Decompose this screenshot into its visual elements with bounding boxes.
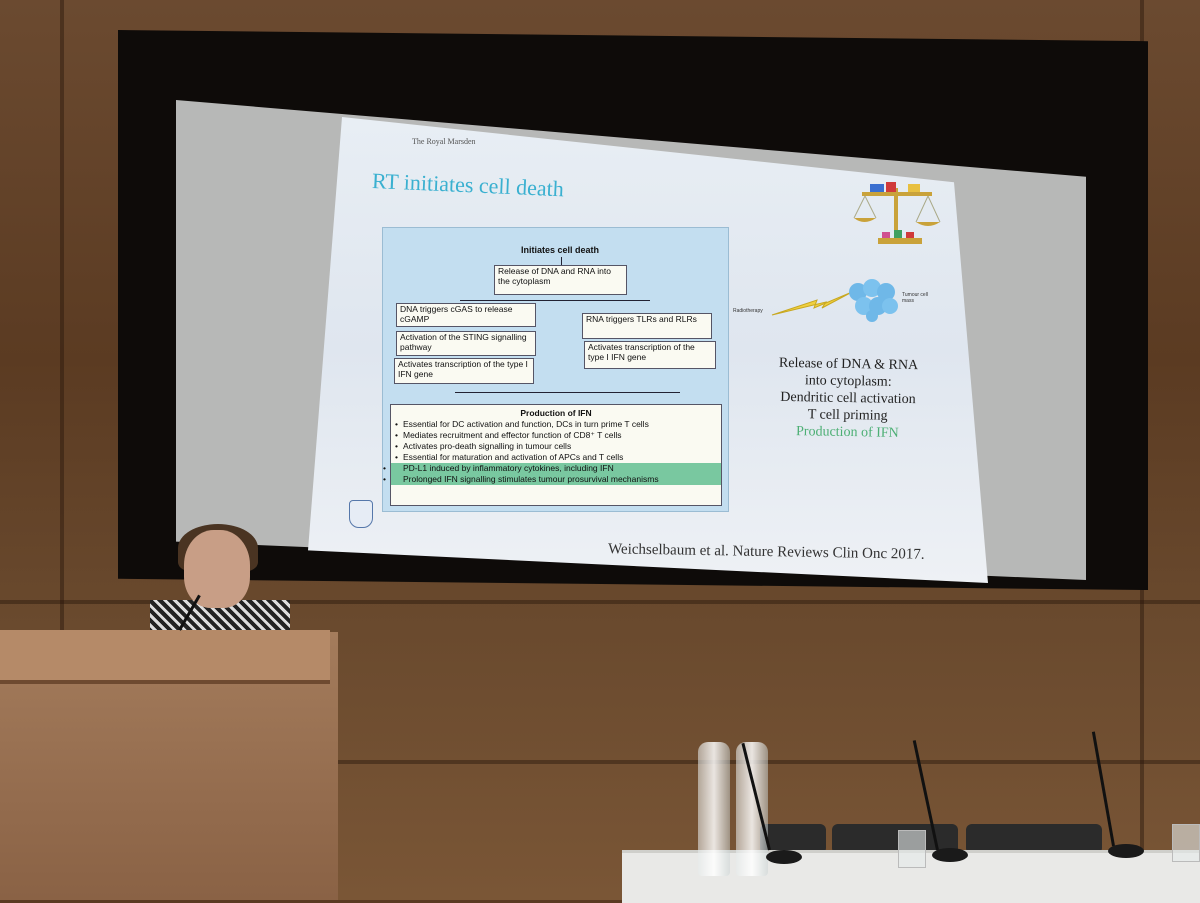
summary-line-highlight: Production of IFN [795, 424, 899, 441]
summary-line: Release of DNA & RNA [778, 355, 919, 374]
diagram-box-dna: DNA triggers cGAS to release cGAMP [396, 303, 536, 327]
diagram-box-right-transcription: Activates transcription of the type I IF… [584, 341, 716, 369]
ifn-item: Essential for maturation and activation … [395, 452, 721, 463]
microphone-base [766, 850, 802, 864]
balance-scale-icon [853, 182, 941, 244]
diagram-box-rna: RNA triggers TLRs and RLRs [582, 313, 712, 339]
water-glass [898, 830, 926, 868]
slide-brand: The Royal Marsden [412, 137, 476, 146]
ifn-production-box: Production of IFN Essential for DC activ… [383, 404, 722, 506]
slide-summary-text: Release of DNA & RNA into cytoplasm: Den… [747, 354, 948, 442]
water-bottle [736, 742, 768, 876]
water-bottle [698, 742, 730, 876]
diagram-top-label: Initiates cell death [521, 245, 600, 255]
microphone-base [932, 848, 968, 862]
wall-panel-seam [0, 760, 1200, 764]
tumour-label: Tumour cell mass [902, 292, 928, 304]
ifn-item: Essential for DC activation and function… [395, 419, 721, 430]
wall-panel-seam [0, 600, 1200, 604]
diagram-arrow [455, 392, 680, 393]
lectern-top [0, 630, 330, 684]
diagram-arrow [561, 257, 562, 265]
diagram-box-sting: Activation of the STING signalling pathw… [396, 331, 536, 356]
water-glass [1172, 824, 1200, 862]
diagram-box-release: Release of DNA and RNA into the cytoplas… [494, 265, 627, 295]
diagram-box-left-transcription: Activates transcription of the type I IF… [394, 358, 534, 384]
tumour-cell-mass-icon [849, 279, 898, 322]
wall-panel-seam [60, 0, 64, 900]
ifn-item: Mediates recruitment and effector functi… [395, 430, 721, 441]
ifn-item: Activates pro-death signalling in tumour… [395, 441, 721, 452]
chair [966, 824, 1102, 854]
ifn-item-highlight: Prolonged IFN signalling stimulates tumo… [383, 474, 721, 485]
diagram-arrow [460, 300, 650, 301]
microphone-base [1108, 844, 1144, 858]
chair [760, 824, 826, 854]
presenter-face [184, 530, 250, 608]
ifn-heading: Production of IFN [520, 408, 592, 418]
ifn-item-highlight: PD-L1 induced by inflammatory cytokines,… [383, 463, 721, 474]
crest-logo-icon [349, 500, 373, 528]
radiotherapy-label: Radiotherapy [733, 308, 763, 314]
